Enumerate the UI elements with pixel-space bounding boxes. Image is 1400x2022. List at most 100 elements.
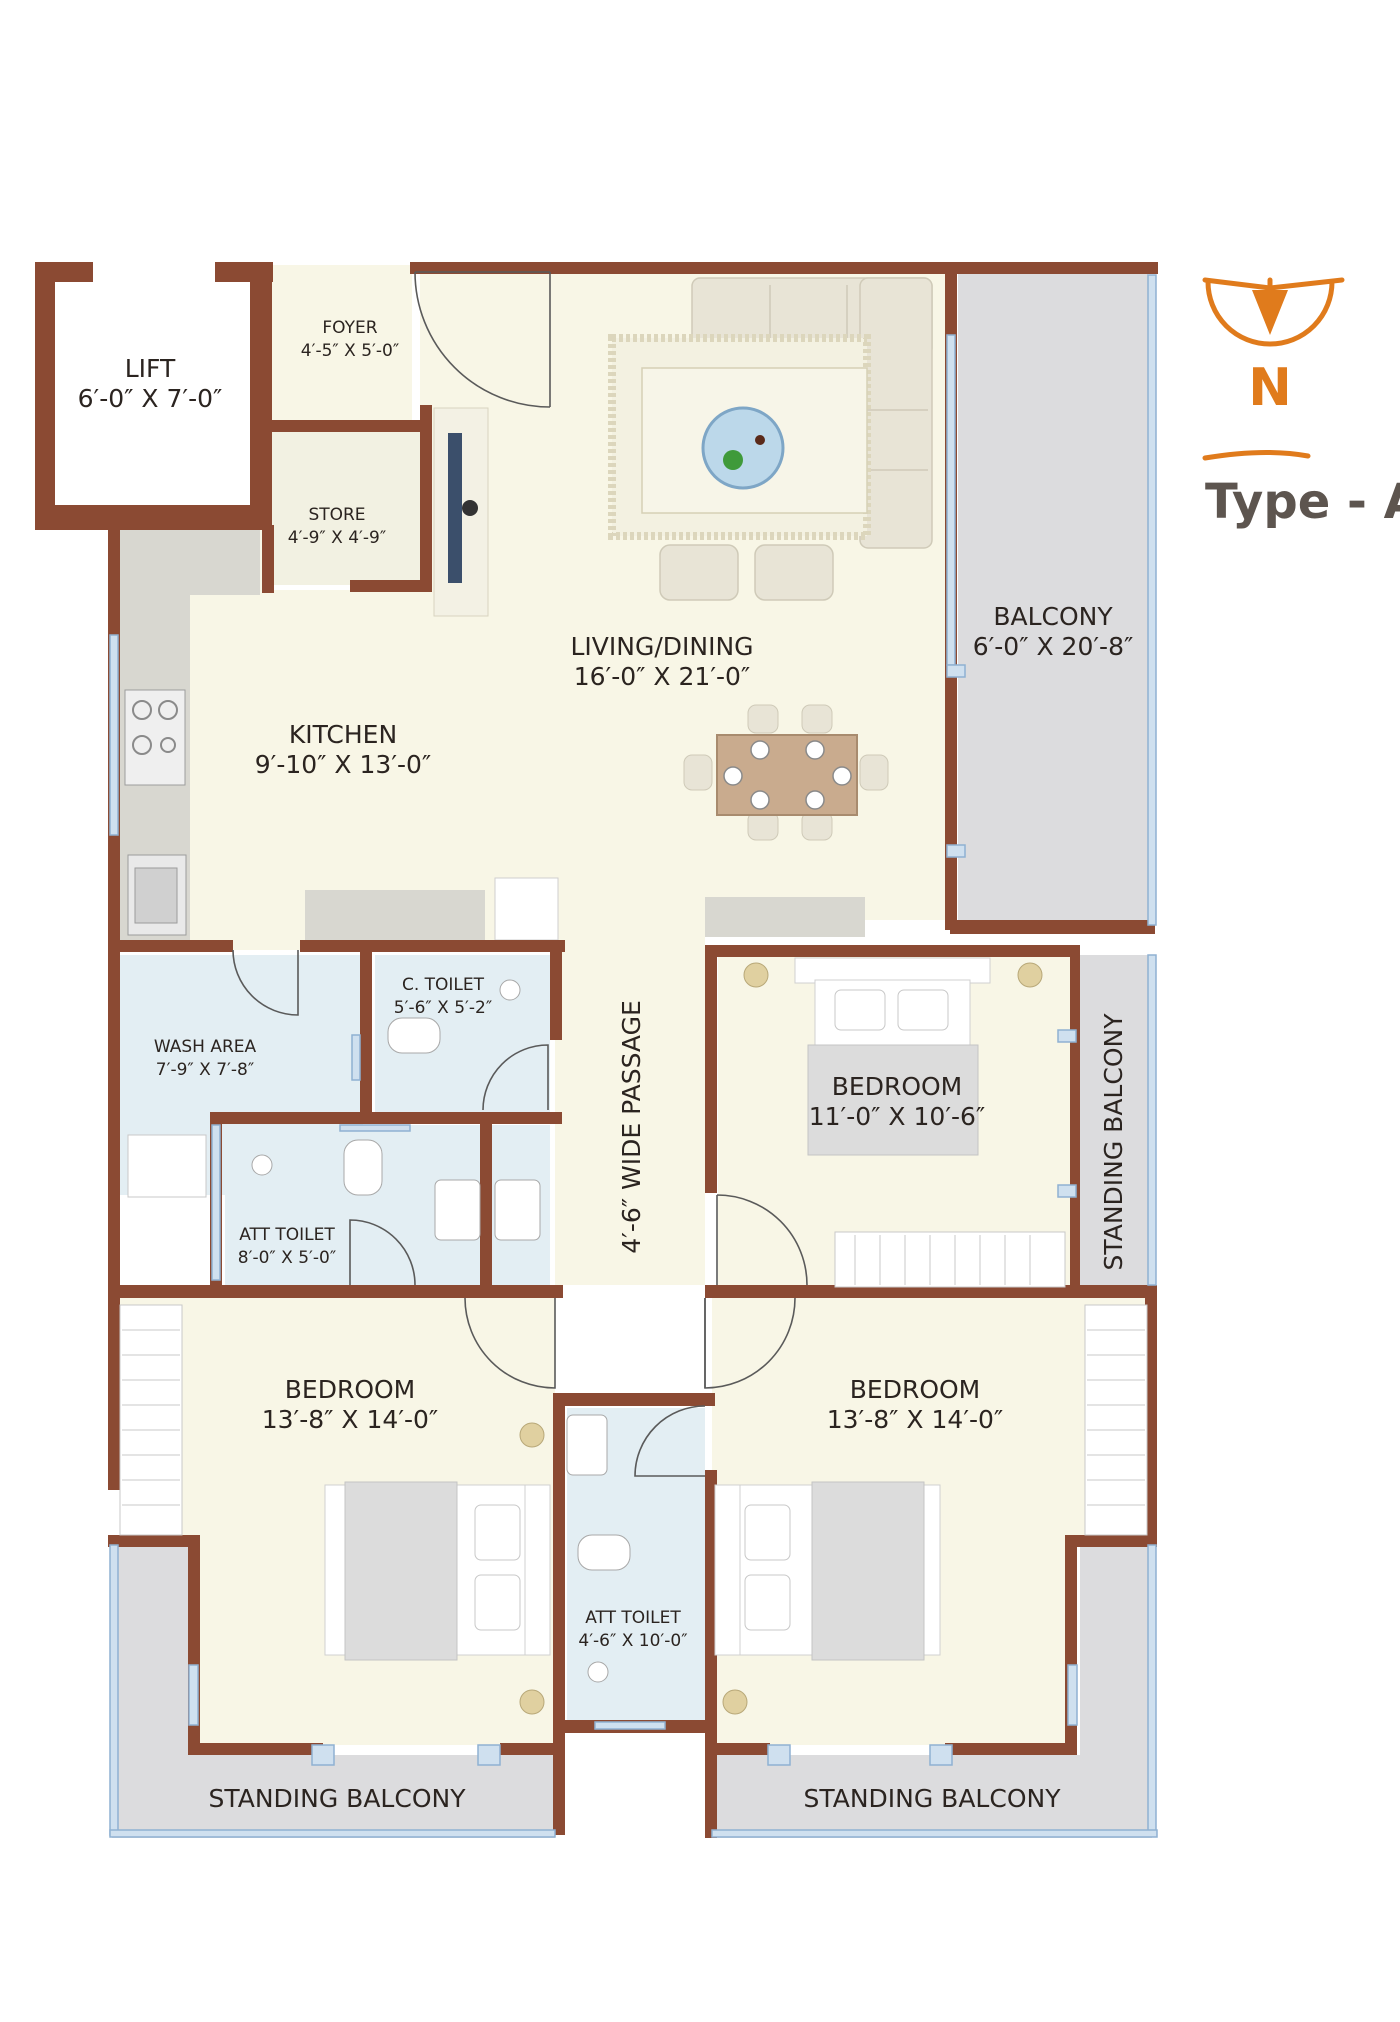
wall	[188, 1743, 323, 1755]
shower-icon	[251, 1154, 273, 1176]
wall	[250, 262, 272, 530]
window	[946, 334, 956, 666]
dining-set	[683, 704, 889, 841]
lamp-icon	[519, 1422, 545, 1448]
wall	[272, 420, 430, 432]
wash-name: WASH AREA	[154, 1037, 257, 1057]
foyer-floor	[272, 265, 412, 423]
kitchen-counter-bottom	[305, 890, 485, 940]
wall	[705, 1285, 1155, 1298]
wall	[705, 1743, 770, 1755]
door-att-toilet-2	[634, 1405, 706, 1477]
bedroom-3-name: BEDROOM	[850, 1375, 981, 1404]
window	[339, 1124, 411, 1132]
door-foyer	[414, 271, 551, 408]
window	[351, 1034, 361, 1081]
windows	[109, 274, 1158, 1838]
standing-balcony-bottom-right-name: STANDING BALCONY	[804, 1784, 1062, 1813]
standing-balcony-right-name: STANDING BALCONY	[1099, 1013, 1128, 1271]
window	[1147, 954, 1157, 1286]
doors	[232, 271, 808, 1477]
standing-balcony-bottom-right-floor	[712, 1545, 1152, 1838]
tv-icon	[448, 433, 462, 583]
compass-letter: N	[1248, 358, 1292, 418]
wardrobe	[1084, 1304, 1148, 1536]
bedroom-1-size: 11′-0″ X 10′-6″	[809, 1102, 986, 1131]
bedroom-3-size: 13′-8″ X 14′-0″	[827, 1405, 1004, 1434]
pillow	[834, 989, 886, 1031]
wall	[553, 1393, 715, 1406]
wc-icon	[577, 1534, 631, 1571]
kitchen-counter	[120, 530, 260, 950]
wall	[1065, 1535, 1157, 1547]
standing-balcony-right-floor	[1078, 955, 1150, 1287]
wall	[300, 940, 565, 952]
bed-cover	[811, 1481, 925, 1661]
wall	[108, 940, 233, 952]
att-toilet-1-size: 8′-0″ X 5′-0″	[238, 1248, 336, 1268]
bedroom-2-name: BEDROOM	[285, 1375, 416, 1404]
wall	[480, 1118, 492, 1288]
room-labels: LIFT 6′-0″ X 7′-0″ FOYER 4′-5″ X 5′-0″ S…	[78, 318, 1134, 1813]
door-ctoilet	[482, 1044, 549, 1111]
wall	[550, 945, 562, 1040]
foyer-size: 4′-5″ X 5′-0″	[301, 341, 399, 361]
wash-size: 7′-9″ X 7′-8″	[156, 1060, 254, 1080]
window	[109, 634, 119, 836]
kitchen-name: KITCHEN	[289, 720, 397, 749]
wall	[35, 505, 272, 530]
balcony-floor	[958, 272, 1148, 932]
bedroom-2-size: 13′-8″ X 14′-0″	[262, 1405, 439, 1434]
title-swoosh	[1202, 449, 1311, 461]
window	[946, 844, 966, 858]
bed-cover	[807, 1044, 979, 1156]
lamp-icon	[743, 962, 769, 988]
bedroom-1-name: BEDROOM	[832, 1072, 963, 1101]
wc-icon	[387, 1017, 441, 1054]
store-size: 4′-9″ X 4′-9″	[288, 528, 386, 548]
balcony-size: 6′-0″ X 20′-8″	[973, 632, 1134, 661]
wall	[1070, 950, 1080, 1290]
wall	[950, 920, 1155, 934]
wall	[705, 945, 1080, 957]
wall	[500, 1743, 565, 1755]
att-toilet-2-size: 4′-6″ X 10′-0″	[578, 1631, 687, 1651]
passage-label: 4′-6″ WIDE PASSAGE	[617, 1000, 646, 1254]
ctoilet-name: C. TOILET	[402, 975, 485, 995]
wall	[420, 405, 432, 590]
ctoilet-size: 5′-6″ X 5′-2″	[394, 998, 492, 1018]
headboard	[714, 1484, 741, 1656]
washing-machine-icon	[127, 1134, 207, 1198]
pillow	[474, 1504, 521, 1561]
tv-stand	[462, 500, 478, 516]
lamp-icon	[722, 1689, 748, 1715]
lift-name: LIFT	[125, 354, 176, 383]
living-name: LIVING/DINING	[570, 632, 753, 661]
wall	[350, 580, 432, 592]
window	[109, 1829, 556, 1838]
bed-cover	[344, 1481, 458, 1661]
door-bedroom-1	[716, 1194, 808, 1286]
wall	[945, 1743, 1077, 1755]
lamp-icon	[1017, 962, 1043, 988]
furniture	[119, 277, 1148, 1715]
pillow	[744, 1504, 791, 1561]
wardrobe	[834, 1231, 1066, 1288]
wall	[35, 262, 55, 530]
window	[211, 1124, 221, 1281]
wall	[705, 945, 717, 1193]
window	[1147, 1544, 1157, 1836]
wash-white-box	[120, 1205, 212, 1287]
wash-basin-icon	[434, 1179, 481, 1241]
pillow	[897, 989, 949, 1031]
pillow	[474, 1574, 521, 1631]
shower-icon	[587, 1661, 609, 1683]
wall	[553, 1395, 565, 1835]
store-floor	[272, 430, 424, 585]
window	[1057, 1029, 1077, 1043]
standing-balcony-left-name: STANDING BALCONY	[209, 1784, 467, 1813]
door-bedroom-3	[704, 1297, 796, 1389]
lamp-icon	[519, 1689, 545, 1715]
store-name: STORE	[308, 505, 365, 525]
window	[946, 664, 966, 678]
